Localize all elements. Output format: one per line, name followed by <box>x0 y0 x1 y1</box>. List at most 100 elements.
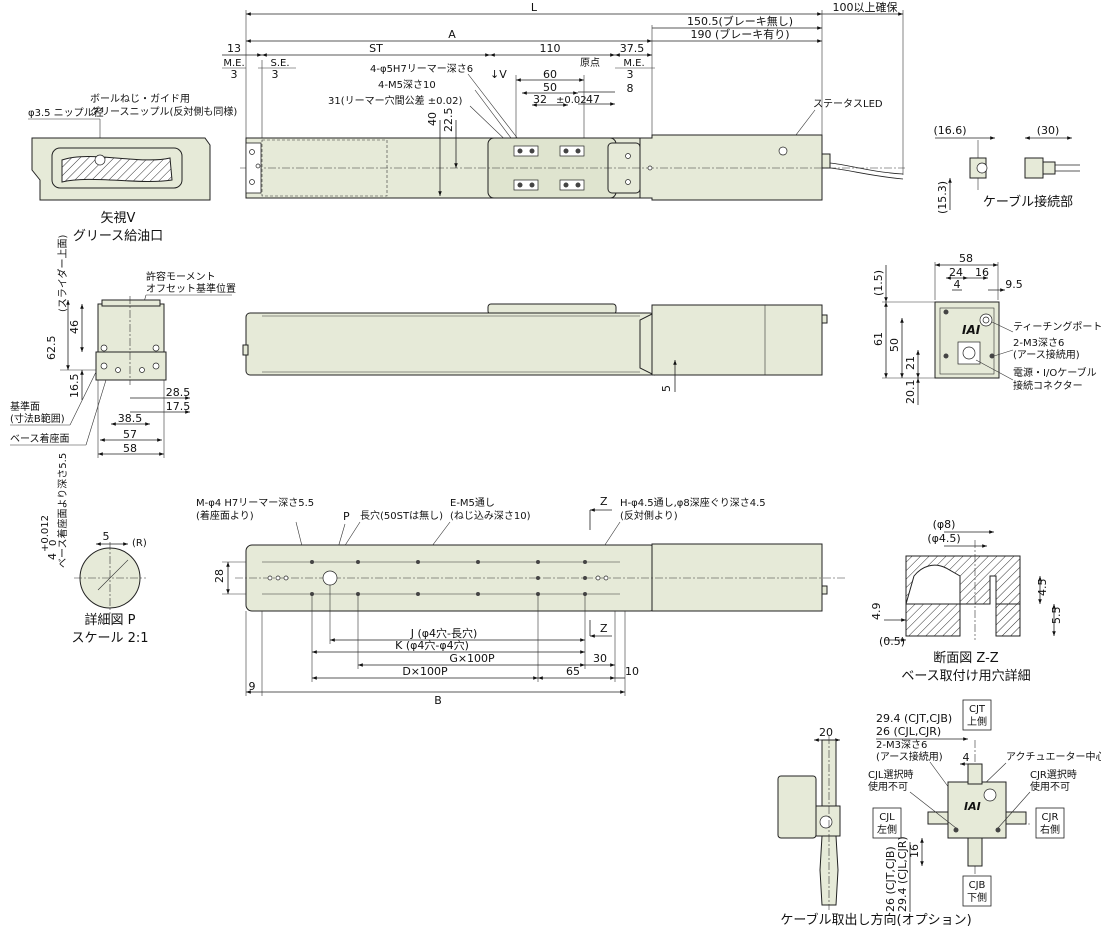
status-led-icon <box>778 146 788 156</box>
caption-detail-p-2: スケール 2:1 <box>71 631 148 646</box>
top-view: L 100以上確保 A 150.5(ブレーキ無し) 190 (ブレーキ有り) S… <box>222 0 905 201</box>
dim-32-tol: ±0.02 <box>556 95 587 106</box>
dim-32: 32 <box>533 93 547 106</box>
dim-10: 10 <box>625 665 639 678</box>
dim-20-c: 20 <box>819 726 833 739</box>
dim-15-3: (15.3) <box>936 181 949 214</box>
dim-38-5: 38.5 <box>118 412 143 425</box>
dim-46: 46 <box>68 320 81 334</box>
label-se: S.E. <box>270 58 289 69</box>
dim-30-b: 30 <box>593 652 607 665</box>
detail-p: 5 (R) 4 +0.012 0 ベース着座面より深さ5.5 詳細図 P スケー… <box>40 453 149 646</box>
cable-joint: (16.6) (30) (15.3) ケーブル接続部 <box>933 124 1080 214</box>
note-slot: 長穴(50STは無し) <box>360 509 443 522</box>
note-e-m5: E-M5通し <box>450 497 495 509</box>
dim-58: 58 <box>123 442 137 455</box>
dim-17-5: 17.5 <box>166 400 191 413</box>
dim-5-5: 5.5 <box>1050 607 1063 625</box>
note-cjl-1: CJL選択時 <box>868 768 914 781</box>
note-m-reamer: M-φ4 H7リーマー深さ5.5 <box>196 497 314 509</box>
dim-D: D×100P <box>402 665 448 678</box>
dim-13: 13 <box>227 42 241 55</box>
note-h-hole-2: (反対側より) <box>620 509 678 522</box>
caption-zz-1: 断面図 Z-Z <box>933 651 999 666</box>
dim-28: 28 <box>213 569 226 583</box>
badge-cjt-1: CJT <box>969 704 986 715</box>
label-r: (R) <box>132 538 147 549</box>
note-center: アクチュエーター中心 <box>1006 750 1101 763</box>
dim-50: 50 <box>543 81 557 94</box>
logo-iai: IAI <box>962 323 981 337</box>
dim-150-5: 150.5(ブレーキ無し) <box>687 14 793 28</box>
dim-58-r: 58 <box>959 252 973 265</box>
note-conn-2: 接続コネクター <box>1013 379 1083 392</box>
dim-29-4-top: 29.4 (CJT,CJB) <box>876 712 952 725</box>
dim-65: 65 <box>566 665 580 678</box>
label-z-top: Z <box>600 495 608 508</box>
slider-holes <box>513 145 585 191</box>
note-m5: 4-M5深さ10 <box>378 79 436 91</box>
badge-cjr <box>1035 807 1065 839</box>
dim-62-5: 62.5 <box>45 336 58 361</box>
badge-cjr-1: CJR <box>1042 812 1059 823</box>
dim-30: (30) <box>1037 124 1060 137</box>
dim-3-left: 3 <box>231 68 238 81</box>
badge-cjl-2: 左側 <box>877 823 897 836</box>
note-nipple: φ3.5 ニップル径 <box>28 106 104 119</box>
label-me-left: M.E. <box>223 58 244 69</box>
dim-47: 47 <box>586 93 600 106</box>
dim-61: 61 <box>872 332 885 346</box>
badge-cjl <box>872 807 902 839</box>
badge-cjt-2: 上側 <box>967 715 987 728</box>
logo-iai-c: IAI <box>964 800 981 813</box>
dim-16-c: 16 <box>908 844 921 858</box>
dim-20-1: 20.1 <box>904 380 917 405</box>
dim-G: G×100P <box>449 652 495 665</box>
dim-21: 21 <box>904 356 917 370</box>
dim-4-p: 4 <box>46 553 59 560</box>
note-h-hole: H-φ4.5通し,φ8深座ぐり深さ4.5 <box>620 496 766 509</box>
dim-190: 190 (ブレーキ有り) <box>690 27 789 41</box>
dim-26-left: 26 (CJT,CJB) <box>884 846 897 912</box>
badge-cjt <box>962 699 992 731</box>
dim-phi4-5: (φ4.5) <box>927 532 960 545</box>
label-base-face: ベース着座面 <box>10 432 70 445</box>
note-grease-2: グリースニップル(反対側も同様) <box>90 105 237 118</box>
dim-5-p: 5 <box>103 530 110 543</box>
label-ref-face-1: 基準面 <box>10 400 40 413</box>
note-moment: 許容モーメント <box>146 270 216 283</box>
right-end-view: 58 24 16 4 9.5 IAI 61 50 21 20.1 (1.5) テ… <box>872 252 1101 405</box>
dim-B: B <box>434 694 442 707</box>
label-me-right: M.E. <box>623 58 644 69</box>
note-cjr-1: CJR選択時 <box>1030 768 1077 781</box>
caption-zz-2: ベース取付け用穴詳細 <box>901 668 1030 684</box>
note-m3-r-2: (アース接続用) <box>1013 348 1080 361</box>
dim-57: 57 <box>123 428 137 441</box>
side-view: 5 <box>242 303 828 392</box>
tol-lower: 0 <box>48 540 59 546</box>
note-e-m5-2: (ねじ込み深さ10) <box>450 510 531 522</box>
badge-cjr-2: 右側 <box>1040 823 1060 836</box>
caption-cable-joint: ケーブル接続部 <box>983 194 1073 210</box>
note-m3-r-1: 2-M3深さ6 <box>1013 337 1064 349</box>
dim-60: 60 <box>543 68 557 81</box>
dim-110: 110 <box>540 42 561 55</box>
note-cjl-2: 使用不可 <box>868 780 908 793</box>
cable-option: 20 29.4 (CJT,CJB) 26 (CJL,CJR) 2-M3深さ6 (… <box>777 699 1101 928</box>
caption-view-v-1: 矢視V <box>101 211 136 226</box>
motor-housing <box>639 134 823 201</box>
dim-0-5: (0.5) <box>879 635 905 648</box>
dim-phi8: (φ8) <box>933 518 956 531</box>
caption-cable-option: ケーブル取出し方向(オプション) <box>780 912 971 928</box>
note-conn-1: 電源・I/Oケーブル <box>1013 366 1097 379</box>
note-offset: オフセット基準位置 <box>146 282 236 295</box>
dim-1-5: (1.5) <box>872 270 885 296</box>
dim-16-6: (16.6) <box>933 124 966 137</box>
dim-3-right: 3 <box>627 68 634 81</box>
end-view: 許容モーメント オフセット基準位置 62.5 (スライダー上面) 46 16.5… <box>10 234 236 458</box>
side-body <box>245 312 655 376</box>
dim-8: 8 <box>627 82 634 95</box>
dim-4-c: 4 <box>963 751 970 764</box>
dim-40: 40 <box>426 112 439 126</box>
